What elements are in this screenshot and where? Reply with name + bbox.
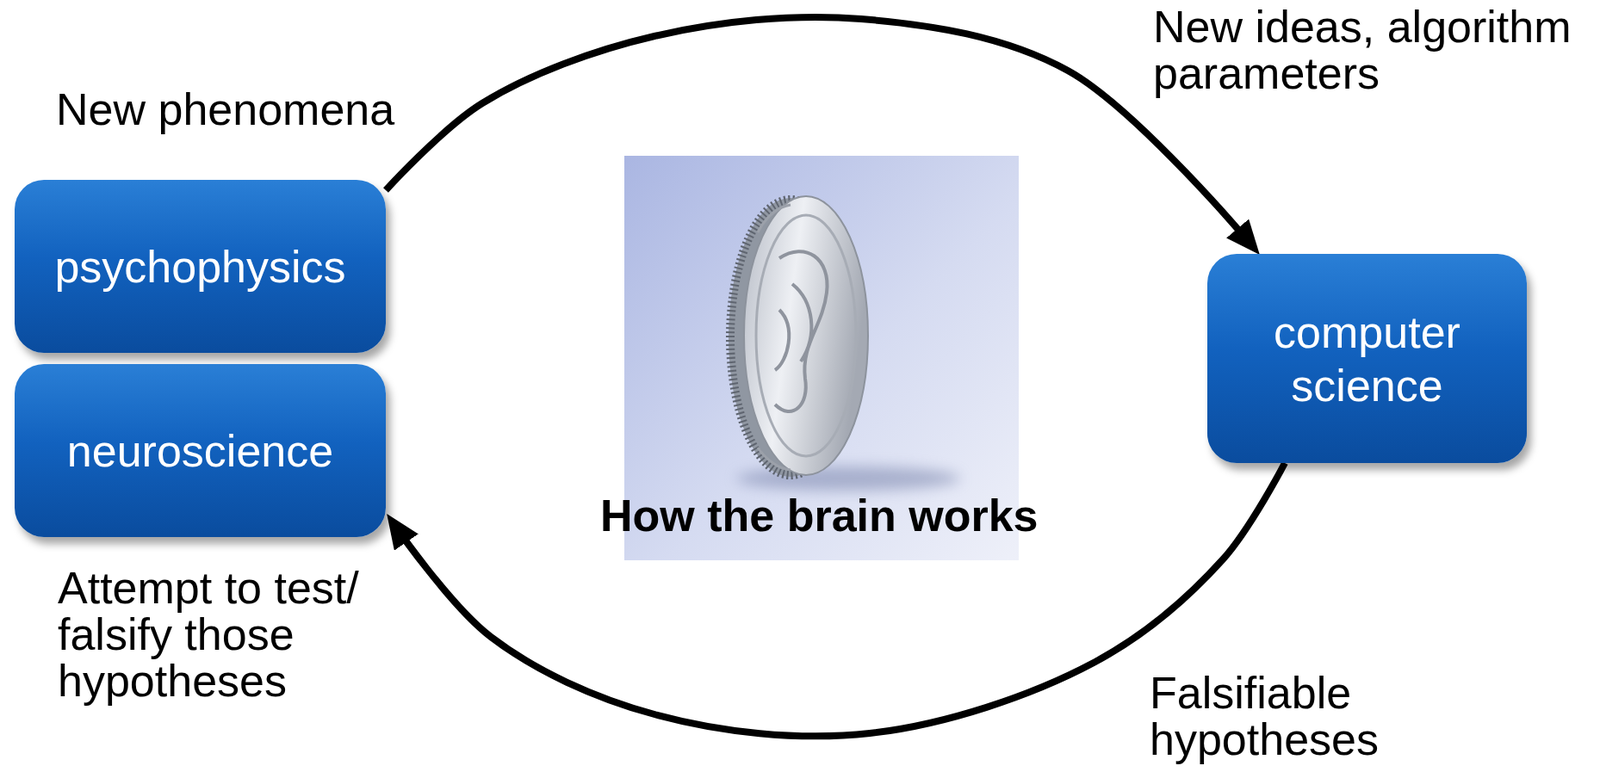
flow-note: Attempt to test/ falsify those hypothese… — [57, 564, 385, 705]
coin-eagle — [775, 251, 828, 412]
box-label: computer science — [1227, 305, 1507, 413]
box-label: psychophysics — [54, 240, 346, 294]
image-caption: How the brain works — [600, 492, 1039, 540]
coin-inner-ring — [756, 215, 856, 457]
coin-lettering — [757, 204, 791, 471]
flow-note: New ideas, algorithm parameters — [1153, 3, 1584, 97]
flow-note: Falsifiable hypotheses — [1149, 669, 1426, 763]
arrow-connector — [385, 17, 1253, 246]
process-box: computer science — [1207, 254, 1527, 464]
process-box: psychophysics — [14, 179, 386, 354]
process-box: neuroscience — [14, 364, 386, 538]
flow-note: New phenomena — [55, 86, 453, 133]
coin-face — [744, 196, 869, 476]
box-label: neuroscience — [67, 424, 334, 478]
